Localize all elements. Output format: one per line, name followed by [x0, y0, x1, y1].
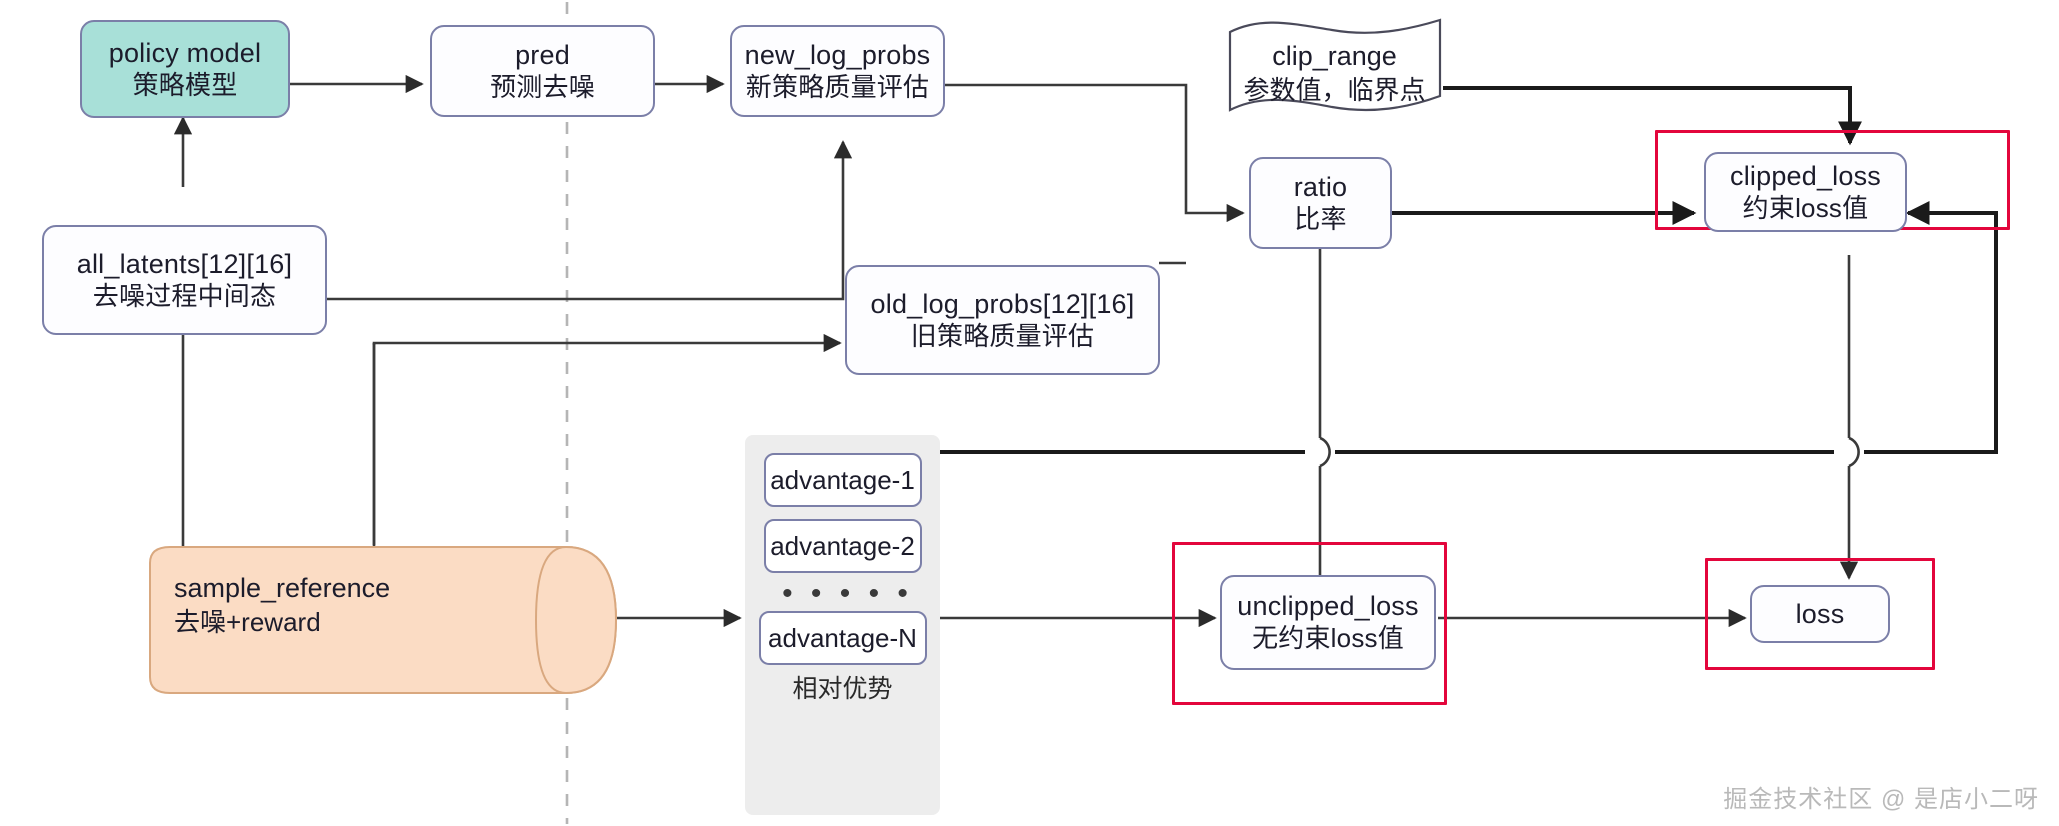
advantage-ellipsis: • • • • •: [782, 577, 913, 610]
node-label-primary: policy model: [108, 37, 262, 68]
node-label-primary: new_log_probs: [744, 39, 931, 70]
node-label-primary: all_latents[12][16]: [76, 248, 293, 279]
highlight-loss: [1705, 558, 1935, 670]
node-label-primary: unclipped_loss: [1237, 591, 1419, 622]
node-old-log-probs[interactable]: old_log_probs[12][16] 旧策略质量评估: [845, 265, 1160, 375]
node-label-secondary: 旧策略质量评估: [910, 320, 1095, 351]
watermark: 掘金技术社区 @ 是店小二呀: [1723, 786, 2039, 813]
node-loss[interactable]: loss: [1750, 585, 1890, 643]
advantage-item-n[interactable]: advantage-N: [758, 611, 927, 665]
node-label-secondary: 去噪过程中间态: [92, 280, 277, 311]
node-all-latents[interactable]: all_latents[12][16] 去噪过程中间态: [42, 225, 327, 335]
node-label-secondary: 预测去噪: [490, 71, 595, 102]
node-clip-range[interactable]: clip_range 参数值，临界点: [1222, 18, 1447, 118]
node-label-primary: old_log_probs[12][16]: [870, 288, 1135, 319]
node-label-secondary: 新策略质量评估: [745, 71, 930, 102]
advantage-caption: 相对优势: [792, 675, 893, 703]
node-label-primary: ratio: [1293, 171, 1348, 202]
advantage-item-1[interactable]: advantage-1: [763, 453, 922, 507]
node-label-primary: loss: [1795, 598, 1845, 629]
node-label-secondary: 策略模型: [132, 69, 238, 100]
cylinder-shape: [149, 545, 618, 695]
node-new-log-probs[interactable]: new_log_probs 新策略质量评估: [730, 25, 945, 117]
node-label-secondary: 去噪+reward: [174, 607, 321, 638]
node-label-primary: sample_reference: [174, 573, 391, 603]
node-ratio[interactable]: ratio 比率: [1249, 157, 1392, 249]
sample-reference-labels: sample_reference 去噪+reward: [174, 571, 390, 640]
advantage-item-2[interactable]: advantage-2: [763, 519, 922, 573]
node-unclipped-loss[interactable]: unclipped_loss 无约束loss值: [1220, 575, 1436, 670]
node-pred[interactable]: pred 预测去噪: [430, 25, 655, 117]
node-policy-model[interactable]: policy model 策略模型: [80, 20, 290, 118]
node-label-secondary: 约束loss值: [1742, 192, 1869, 223]
node-sample-reference[interactable]: sample_reference 去噪+reward: [148, 545, 618, 695]
clip-range-banner-shape: [1228, 18, 1442, 112]
highlight-unclipped-loss: [1172, 542, 1447, 705]
node-label-secondary: 比率: [1294, 203, 1347, 234]
node-clipped-loss[interactable]: clipped_loss 约束loss值: [1704, 152, 1907, 232]
node-label-secondary: 无约束loss值: [1252, 623, 1404, 654]
node-label-primary: clipped_loss: [1730, 160, 1881, 191]
node-label-primary: pred: [515, 39, 570, 70]
advantage-panel: advantage-1 advantage-2 • • • • • advant…: [745, 435, 940, 815]
